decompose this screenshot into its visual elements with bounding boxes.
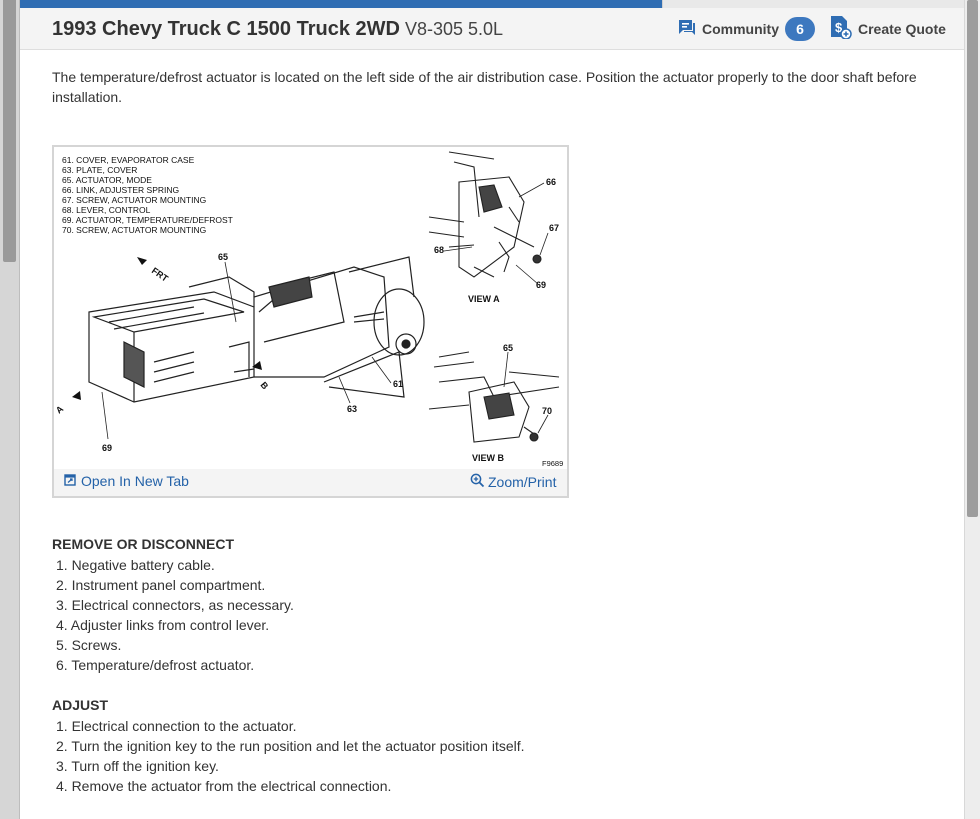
legend-line: 65. ACTUATOR, MODE: [62, 175, 152, 185]
legend-line: 67. SCREW, ACTUATOR MOUNTING: [62, 195, 206, 205]
zoom-in-icon: [470, 473, 485, 491]
open-in-new-tab-link[interactable]: Open In New Tab: [64, 473, 189, 489]
right-scrollbar[interactable]: [964, 0, 980, 819]
open-in-new-tab-label: Open In New Tab: [81, 473, 189, 489]
engine-spec: V8-305 5.0L: [404, 19, 504, 39]
callout-61: 61: [393, 379, 403, 389]
legend-line: 61. COVER, EVAPORATOR CASE: [62, 155, 195, 165]
frt-label: FRT: [150, 265, 170, 284]
callout-69: 69: [102, 443, 112, 453]
top-tab-strip: [20, 0, 966, 8]
list-item: 2. Instrument panel compartment.: [56, 577, 266, 593]
community-button[interactable]: Community 6: [678, 17, 815, 41]
view-a-drawing: [428, 151, 542, 278]
view-a-marker: A: [54, 403, 66, 415]
view-b-leaders: [503, 351, 549, 434]
vehicle-name: 1993 Chevy Truck C 1500 Truck 2WD: [52, 18, 400, 40]
view-a-leaders: [443, 182, 549, 285]
hvac-diagram[interactable]: 61. COVER, EVAPORATOR CASE 63. PLATE, CO…: [54, 147, 567, 469]
remove-heading: REMOVE OR DISCONNECT: [52, 536, 235, 552]
intro-paragraph: The temperature/defrost actuator is loca…: [52, 69, 917, 105]
inactive-tab-indicator[interactable]: [662, 0, 966, 8]
list-item: 2. Turn the ignition key to the run posi…: [56, 738, 525, 754]
list-item: 3. Electrical connectors, as necessary.: [56, 597, 294, 613]
right-scrollbar-thumb[interactable]: [967, 0, 978, 517]
svg-text:$: $: [835, 20, 843, 35]
legend-line: 69. ACTUATOR, TEMPERATURE/DEFROST: [62, 215, 233, 225]
legend-line: 63. PLATE, COVER: [62, 165, 137, 175]
callout-65: 65: [218, 252, 228, 262]
legend-line: 66. LINK, ADJUSTER SPRING: [62, 185, 179, 195]
zoom-print-link[interactable]: Zoom/Print: [470, 473, 556, 491]
community-count-badge: 6: [785, 17, 815, 41]
legend-line: 70. SCREW, ACTUATOR MOUNTING: [62, 225, 206, 235]
list-item: 5. Screws.: [56, 637, 122, 653]
figure-id: F9689: [542, 459, 563, 468]
legend-line: 68. LEVER, CONTROL: [62, 205, 151, 215]
figure-card: 61. COVER, EVAPORATOR CASE 63. PLATE, CO…: [52, 145, 569, 498]
create-quote-button[interactable]: $ Create Quote: [830, 15, 946, 44]
figure-toolbar: Open In New Tab Zoom/Print: [54, 469, 567, 496]
view-b-caption: VIEW B: [472, 453, 505, 463]
callout-69-view-a: 69: [536, 280, 546, 290]
leader-lines: [101, 261, 392, 440]
adjust-heading: ADJUST: [52, 697, 109, 713]
remove-steps-list: 1. Negative battery cable. 2. Instrument…: [52, 555, 294, 675]
create-quote-label: Create Quote: [858, 21, 946, 37]
callout-68: 68: [434, 245, 444, 255]
zoom-print-label: Zoom/Print: [488, 474, 557, 490]
callout-66: 66: [546, 177, 556, 187]
view-b-marker: B: [258, 380, 270, 392]
diagram-arrows: [72, 257, 262, 400]
active-tab-indicator[interactable]: [20, 0, 662, 8]
community-label: Community: [702, 21, 779, 37]
callout-70: 70: [542, 406, 552, 416]
callout-63: 63: [347, 404, 357, 414]
view-a-caption: VIEW A: [468, 294, 500, 304]
list-item: 3. Turn off the ignition key.: [56, 758, 219, 774]
view-b-drawing: [428, 351, 560, 443]
list-item: 6. Temperature/defrost actuator.: [56, 657, 255, 673]
list-item: 4. Adjuster links from control lever.: [56, 617, 270, 633]
list-item: 1. Negative battery cable.: [56, 557, 215, 573]
hvac-case-drawing: [88, 256, 425, 403]
left-scrollbar[interactable]: [0, 0, 19, 819]
list-item: 4. Remove the actuator from the electric…: [56, 778, 392, 794]
adjust-steps-list: 1. Electrical connection to the actuator…: [52, 716, 525, 796]
chat-icon: [678, 18, 696, 41]
callout-67: 67: [549, 223, 559, 233]
callout-65-view-b: 65: [503, 343, 513, 353]
left-scrollbar-thumb[interactable]: [3, 0, 16, 262]
new-tab-icon: [64, 473, 76, 489]
quote-dollar-icon: $: [830, 15, 852, 44]
list-item: 1. Electrical connection to the actuator…: [56, 718, 297, 734]
